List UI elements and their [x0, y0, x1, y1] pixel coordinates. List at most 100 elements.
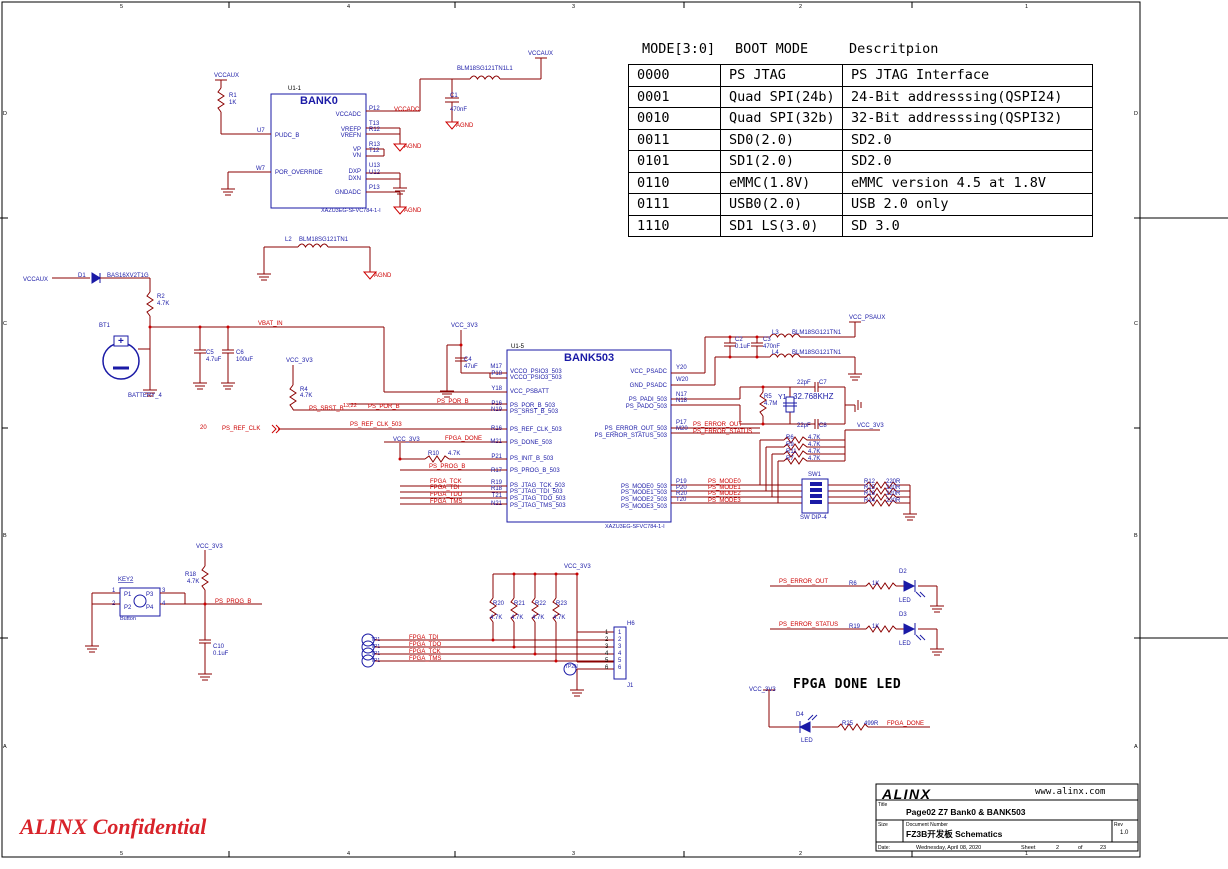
boot-mode-desc: 24-Bit addresssing(QSPI24) — [842, 85, 1093, 108]
jtag-r-ref: R21 — [514, 601, 526, 607]
net-vcc3v3: VCC_3V3 — [286, 358, 313, 364]
d2-ref: D2 — [899, 569, 907, 575]
bt1-value: BATTERY_4 — [128, 393, 162, 399]
boot-mode-code: 0000 — [628, 64, 721, 87]
rev-label: Rev — [1114, 822, 1123, 828]
c2-ref: C2 — [735, 337, 743, 343]
net-ps-ref-clk-503: PS_REF_CLK_503 — [350, 422, 402, 428]
pin-number: R17 — [491, 468, 503, 474]
net-ps-prog: PS_PROG_B — [215, 599, 251, 605]
pullup-value: 4.7K — [808, 456, 820, 462]
net-ps-prog: PS_PROG_B — [429, 464, 465, 470]
boot-mode-desc: SD2.0 — [842, 128, 1093, 151]
pin-name: VCCO_PSIO3_503 — [510, 375, 562, 381]
r1-ref: R1 — [229, 93, 237, 99]
key-pin: P3 — [146, 592, 154, 598]
pin-number: T12 — [369, 148, 380, 154]
pullup-value: 4.7K — [808, 442, 820, 448]
pin-number: M20 — [676, 426, 688, 432]
net-ps-error-status: PS_ERROR_STATUS — [779, 622, 838, 628]
pin-number: R20 — [676, 491, 688, 497]
date-value: Wednesday, April 08, 2020 — [916, 845, 981, 851]
pin-number: U13 — [369, 163, 381, 169]
bank503-title: BANK503 — [564, 352, 614, 364]
net-ps-error-status: PS_ERROR_STATUS — [693, 429, 752, 435]
net-vcc3v3: VCC_3V3 — [196, 544, 223, 550]
r4-value: 4.7K — [300, 393, 312, 399]
pin-number: P13 — [369, 185, 380, 191]
y1-ref: Y1 — [778, 394, 787, 401]
r6-ref: R6 — [849, 581, 857, 587]
c1-ref: C1 — [450, 93, 458, 99]
header-pin-number: 2 — [605, 637, 609, 643]
page-ref: 13,22 — [343, 403, 357, 409]
pullup-ref: R9 — [786, 442, 794, 448]
pin-number: U7 — [257, 128, 265, 134]
of-label: of — [1078, 845, 1083, 851]
net-ps-por: PS_POR_B — [368, 404, 400, 410]
pin-name: GND_PSADC — [630, 383, 668, 389]
sheet-number: 2 — [1056, 845, 1059, 851]
series-r-ref: R12 — [864, 479, 876, 485]
l2-ref: L2 — [285, 237, 292, 243]
jtag-net: FPGA_TCK — [409, 649, 441, 655]
boot-mode-desc: 32-Bit addresssing(QSPI32) — [842, 107, 1093, 130]
jtag-r-ref: R23 — [556, 601, 568, 607]
net-vccadc: VCCADC — [394, 107, 420, 113]
pullup-ref: R7 — [786, 456, 794, 462]
alinx-logo: ALINX — [881, 786, 932, 802]
r2-ref: R2 — [157, 294, 165, 300]
boot-mode-desc: USB 2.0 only — [842, 193, 1093, 216]
jtag-r-ref: R22 — [535, 601, 547, 607]
pin-name: VCC_PSADC — [630, 369, 667, 375]
boot-mode-mode: Quad SPI(24b) — [720, 85, 843, 108]
fpga-done-led-title: FPGA DONE LED — [793, 677, 902, 692]
agnd-label: AGND — [404, 144, 422, 150]
series-r-ref: R15 — [864, 485, 876, 491]
frame-row-label: C — [1134, 321, 1138, 327]
net-ps-mode: PS_MODE3 — [708, 498, 741, 504]
header-pin-number: 5 — [605, 658, 609, 664]
c5-ref: C5 — [206, 350, 214, 356]
pin-name: PS_JTAG_TDI_503 — [510, 489, 563, 495]
h6-ref: H6 — [627, 621, 635, 627]
r10-ref: R10 — [428, 451, 440, 457]
test-point: TP1 — [371, 651, 380, 657]
series-r-ref: R14 — [864, 498, 876, 504]
net-fpga-tck: FPGA_TCK — [430, 479, 462, 485]
pin-number: T20 — [676, 497, 687, 503]
frame-col-label: 4 — [347, 4, 350, 10]
frame-col-label: 2 — [799, 851, 802, 857]
bank503-part: XAZU3EG-SFVC784-1-I — [605, 524, 665, 530]
pin-number: P16 — [491, 401, 502, 407]
boot-table-header-boot: BOOT MODE — [735, 41, 809, 57]
c5-value: 4.7uF — [206, 357, 222, 363]
frame-row-label: D — [1134, 111, 1138, 117]
l3-ref: L3 — [772, 330, 779, 336]
bank0-title: BANK0 — [300, 95, 338, 107]
boot-mode-code: 0011 — [628, 128, 721, 151]
frame-row-label: D — [3, 111, 7, 117]
r2-value: 4.7K — [157, 301, 169, 307]
pin-name: PS_MODE1_503 — [621, 490, 668, 496]
pin-number: M17 — [490, 364, 502, 370]
l1-label: BLM18SG121TN1L1 — [457, 66, 513, 72]
r10-value: 4.7K — [448, 451, 460, 457]
pin-number: P20 — [676, 485, 687, 491]
pin-name: PS_SRST_B_503 — [510, 409, 559, 415]
series-r-value: 220R — [886, 485, 901, 491]
frame-col-label: 5 — [120, 851, 123, 857]
agnd-label: AGND — [404, 208, 422, 214]
net-ps-mode: PS_MODE2 — [708, 491, 741, 497]
r5-ref: R5 — [764, 394, 772, 400]
test-point: TP1 — [371, 658, 380, 664]
pullup-value: 4.7K — [808, 435, 820, 441]
pin-name: DXN — [348, 176, 361, 182]
net-ps-mode: PS_MODE0 — [708, 479, 741, 485]
header-pin-number: 5 — [618, 658, 622, 664]
net-fpga-tms: FPGA_TMS — [430, 499, 462, 505]
boot-mode-mode: SD1 LS(3.0) — [720, 214, 843, 237]
pullup-ref: R6 — [786, 435, 794, 441]
pin-number: R16 — [491, 426, 503, 432]
